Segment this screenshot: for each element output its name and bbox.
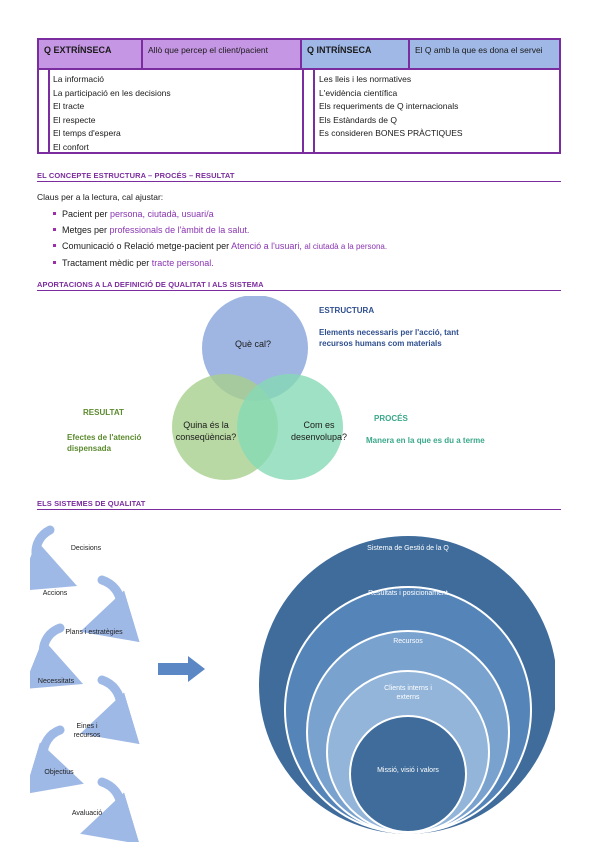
list-item: Es consideren BONES PRÀCTIQUES (319, 128, 463, 139)
cycle-diagram (30, 525, 140, 842)
ring-label: Clients interns i externs (384, 685, 432, 701)
bullet-highlight: professionals de l'àmbit de la salut. (109, 225, 250, 235)
bullet-text: Comunicació o Relació metge-pacient per (62, 241, 232, 251)
cycle-step: Avaluació (71, 810, 103, 817)
venn-circle-proces (237, 374, 343, 480)
section-title-concepte: EL CONCEPTE ESTRUCTURA – PROCÉS – RESULT… (37, 171, 561, 182)
cycle-step: Accions (42, 590, 68, 597)
estructura-title: ESTRUCTURA (319, 306, 375, 315)
proces-description: Manera en la que es du a terme (366, 436, 485, 445)
cycle-step: Necessitats (37, 678, 75, 685)
bullet-text: Metges per (62, 225, 110, 235)
venn-label-top: Què cal? (234, 339, 272, 349)
resultat-title: RESULTAT (83, 408, 124, 417)
ring-label: Sistema de Gestió de la Q (367, 545, 449, 552)
list-item: Metges per professionals de l'àmbit de l… (53, 222, 387, 238)
list-item: La participació en les decisions (53, 87, 171, 98)
ring-label: Missió, visió i valors (377, 767, 439, 774)
list-item: El temps d'espera (53, 128, 121, 139)
right-arrow-icon (158, 656, 205, 682)
ring-label: Resultats i posicionament (368, 590, 448, 597)
estructura-description: Elements necessaris per l'acció, tant re… (319, 328, 459, 348)
venn-label-left: Quina és la conseqüència? (175, 420, 237, 442)
bullet-highlight: Atenció a l'usuari, (231, 241, 302, 251)
intrinseca-list: Les lleis i les normatives L'evidència c… (319, 73, 559, 141)
cycle-step: Plans i estratègies (65, 629, 123, 636)
proces-title: PROCÉS (374, 414, 408, 423)
ring-missio (349, 715, 467, 833)
quality-table: Q EXTRÍNSECA Allò que percep el client/p… (37, 38, 561, 154)
list-item: L'evidència científica (319, 87, 398, 98)
list-item: El tracte (53, 101, 85, 112)
list-item: El confort (53, 141, 89, 152)
bullet-square-icon (53, 261, 56, 264)
table-divider (313, 70, 315, 152)
extrinseca-list-cell: La informació La participació en les dec… (53, 70, 298, 152)
list-item: Les lleis i les normatives (319, 74, 412, 84)
keys-list: Pacient per persona, ciutadà, usuari/a M… (53, 206, 387, 271)
list-item: Tractament mèdic per tracte personal. (53, 255, 387, 271)
bullet-text: Tractament mèdic per (62, 258, 152, 268)
cycle-step: Decisions (70, 545, 102, 552)
cycle-step: Eines i recursos (73, 723, 101, 739)
extrinseca-list: La informació La participació en les dec… (53, 73, 298, 155)
table-divider (48, 70, 50, 152)
header-q-extrinseca: Q EXTRÍNSECA (39, 40, 143, 70)
table-divider (302, 70, 304, 152)
section-title-aportacions: APORTACIONS A LA DEFINICIÓ DE QUALITAT I… (37, 280, 561, 291)
resultat-description: Efectes de l'atenció dispensada (67, 433, 142, 453)
concentric-rings (257, 534, 555, 836)
list-item: Els Estàndards de Q (319, 114, 397, 125)
bullet-text: Pacient per (62, 209, 111, 219)
section-title-sistemes: ELS SISTEMES DE QUALITAT (37, 499, 561, 510)
list-item: Comunicació o Relació metge-pacient per … (53, 238, 387, 255)
list-item: La informació (53, 74, 105, 84)
bullet-square-icon (53, 244, 56, 247)
cycle-step: Objectius (44, 769, 74, 776)
bullet-highlight: persona, ciutadà, usuari/a (110, 209, 214, 219)
header-extrinseca-desc: Allò que percep el client/pacient (143, 40, 302, 70)
ring-label: Recursos (393, 638, 423, 645)
bullet-square-icon (53, 228, 56, 231)
intro-text: Claus per a la lectura, cal ajustar: (37, 192, 164, 202)
intrinseca-list-cell: Les lleis i les normatives L'evidència c… (319, 70, 559, 152)
header-intrinseca-desc: El Q amb la que es dona el servei (410, 40, 559, 70)
header-q-intrinseca: Q INTRÍNSECA (302, 40, 410, 70)
cycle-arrows (30, 525, 140, 842)
list-item: Pacient per persona, ciutadà, usuari/a (53, 206, 387, 222)
bullet-highlight: tracte personal. (151, 258, 214, 268)
bullet-square-icon (53, 212, 56, 215)
venn-label-right: Com es desenvolupa? (290, 420, 348, 442)
list-item: Els requeriments de Q internacionals (319, 101, 459, 112)
bullet-highlight-small: al ciutadà a la persona. (304, 242, 388, 251)
list-item: El respecte (53, 114, 96, 125)
venn-diagram (172, 296, 343, 480)
